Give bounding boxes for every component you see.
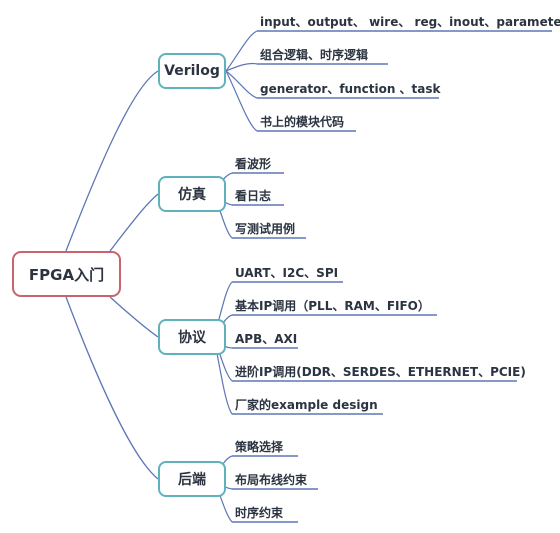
leaf-node[interactable]: input、output、 wire、 reg、inout、parameter [260, 15, 560, 29]
branch-label: 后端 [178, 472, 206, 488]
leaf-node[interactable]: 时序约束 [235, 506, 284, 520]
leaf-node[interactable]: 看波形 [235, 157, 272, 171]
root-label: FPGA入门 [28, 265, 105, 284]
leaf-node[interactable]: UART、I2C、SPI [235, 266, 339, 280]
leaf-node[interactable]: 基本IP调用（PLL、RAM、FIFO） [235, 299, 430, 313]
leaf-node[interactable]: 书上的模块代码 [260, 115, 345, 129]
branch-node-protocol[interactable]: 协议 [158, 319, 226, 355]
leaf-node[interactable]: 厂家的example design [235, 398, 378, 412]
leaf-node[interactable]: 组合逻辑、时序逻辑 [260, 48, 369, 62]
edge-root-houduan [65, 296, 159, 480]
edge-root-fangzhen [109, 193, 159, 252]
leaf-node[interactable]: 布局布线约束 [235, 473, 308, 487]
edge-root-xieyi [109, 296, 159, 338]
branch-node-simulation[interactable]: 仿真 [158, 176, 226, 212]
leaf-node[interactable]: 策略选择 [235, 440, 284, 454]
branch-label: 仿真 [178, 187, 206, 203]
branch-label: Verilog [164, 63, 220, 79]
leaf-node[interactable]: 进阶IP调用(DDR、SERDES、ETHERNET、PCIE) [235, 365, 526, 379]
leaf-node[interactable]: 看日志 [235, 189, 272, 203]
leaf-node[interactable]: generator、function 、task [260, 82, 441, 96]
root-node[interactable]: FPGA入门 [12, 251, 121, 297]
leaf-node[interactable]: 写测试用例 [235, 222, 296, 236]
leaf-node[interactable]: APB、AXI [235, 332, 298, 346]
branch-label: 协议 [178, 330, 206, 346]
edge-root-verilog [65, 70, 159, 252]
branch-node-backend[interactable]: 后端 [158, 461, 226, 497]
branch-node-verilog[interactable]: Verilog [158, 53, 226, 89]
